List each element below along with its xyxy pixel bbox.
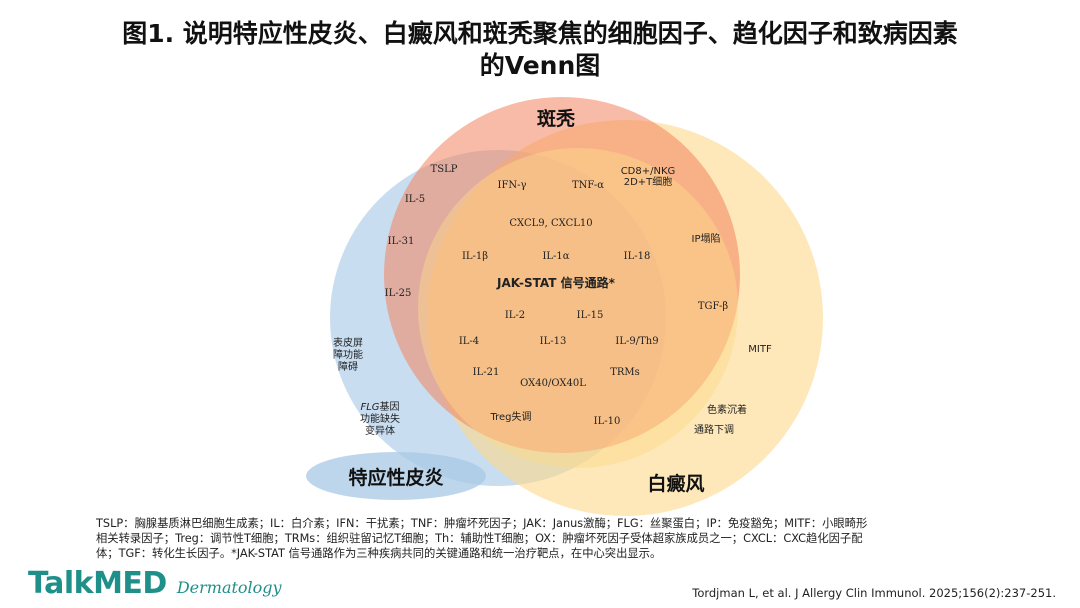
label-flg-italic: FLG xyxy=(360,402,379,413)
label-il18: IL-18 xyxy=(624,251,651,262)
talkmed-logo: TalkMED Dermatology xyxy=(28,566,282,602)
label-il15: IL-15 xyxy=(577,310,604,321)
label-il2: IL-2 xyxy=(505,310,525,321)
label-jak-stat: JAK-STAT 信号通路* xyxy=(496,275,616,290)
circle-center xyxy=(418,148,738,468)
label-il25: IL-25 xyxy=(385,288,412,299)
title-line-1: 图1. 说明特应性皮炎、白癜风和斑秃聚焦的细胞因子、趋化因子和致病因素 xyxy=(122,19,958,48)
logo-sub-text: Dermatology xyxy=(176,578,282,597)
label-ip: IP塌陷 xyxy=(692,232,721,245)
label-pigment-1: 色素沉着 xyxy=(707,403,747,416)
label-flg-2: 功能缺失 xyxy=(360,412,400,425)
label-cd8-1: CD8+/NKG xyxy=(621,166,676,177)
label-treg: Treg失调 xyxy=(489,410,531,423)
label-tslp: TSLP xyxy=(431,164,458,175)
label-ox40: OX40/OX40L xyxy=(520,378,586,389)
label-vitiligo: 白癜风 xyxy=(647,472,704,495)
label-il4: IL-4 xyxy=(459,336,479,347)
logo-main-text: TalkMED xyxy=(28,566,167,601)
title-line-2: 的Venn图 xyxy=(479,51,601,80)
label-il9: IL-9/Th9 xyxy=(615,336,658,347)
label-cxcl: CXCL9, CXCL10 xyxy=(509,218,592,229)
label-il10: IL-10 xyxy=(594,416,621,427)
footnote-line-2: 相关转录因子；Treg：调节性T细胞；TRMs：组织驻留记忆T细胞；Th：辅助性… xyxy=(96,532,863,545)
figure-title: 图1. 说明特应性皮炎、白癜风和斑秃聚焦的细胞因子、趋化因子和致病因素 的Ven… xyxy=(20,18,1060,82)
label-il1a: IL-1α xyxy=(542,251,569,262)
footnote-line-1: TSLP：胸腺基质淋巴细胞生成素；IL：白介素；IFN：干扰素；TNF：肿瘤坏死… xyxy=(96,517,868,530)
label-dermatitis: 特应性皮炎 xyxy=(348,466,443,489)
label-barrier-3: 障碍 xyxy=(338,360,358,373)
abbreviation-footnote: TSLP：胸腺基质淋巴细胞生成素；IL：白介素；IFN：干扰素；TNF：肿瘤坏死… xyxy=(96,516,1036,561)
label-flg-1: FLG基因 xyxy=(360,400,399,413)
label-trms: TRMs xyxy=(610,367,640,378)
footnote-line-3: 体；TGF：转化生长因子。*JAK-STAT 信号通路作为三种疾病共同的关键通路… xyxy=(96,547,662,560)
dermatitis-label-ellipse xyxy=(306,452,486,500)
circle-alopecia xyxy=(384,97,740,453)
label-flg-3: 变异体 xyxy=(365,424,395,437)
label-barrier-1: 表皮屏 xyxy=(333,336,363,349)
label-il21: IL-21 xyxy=(473,367,500,378)
label-pigment-2: 通路下调 xyxy=(694,423,734,436)
label-cd8-2: 2D+T细胞 xyxy=(624,175,673,188)
label-flg-rest: 基因 xyxy=(380,400,400,413)
label-alopecia: 斑秃 xyxy=(537,108,576,130)
label-il1b: IL-1β xyxy=(462,251,488,262)
label-ifng: IFN-γ xyxy=(498,180,527,191)
label-il31: IL-31 xyxy=(388,236,415,247)
label-tnfa: TNF-α xyxy=(572,180,604,191)
label-mitf: MITF xyxy=(748,344,772,355)
label-il13: IL-13 xyxy=(540,336,567,347)
label-tgfb: TGF-β xyxy=(698,301,729,312)
citation: Tordjman L, et al. J Allergy Clin Immuno… xyxy=(692,586,1056,600)
label-barrier-2: 障功能 xyxy=(333,348,363,361)
label-il5: IL-5 xyxy=(405,194,425,205)
